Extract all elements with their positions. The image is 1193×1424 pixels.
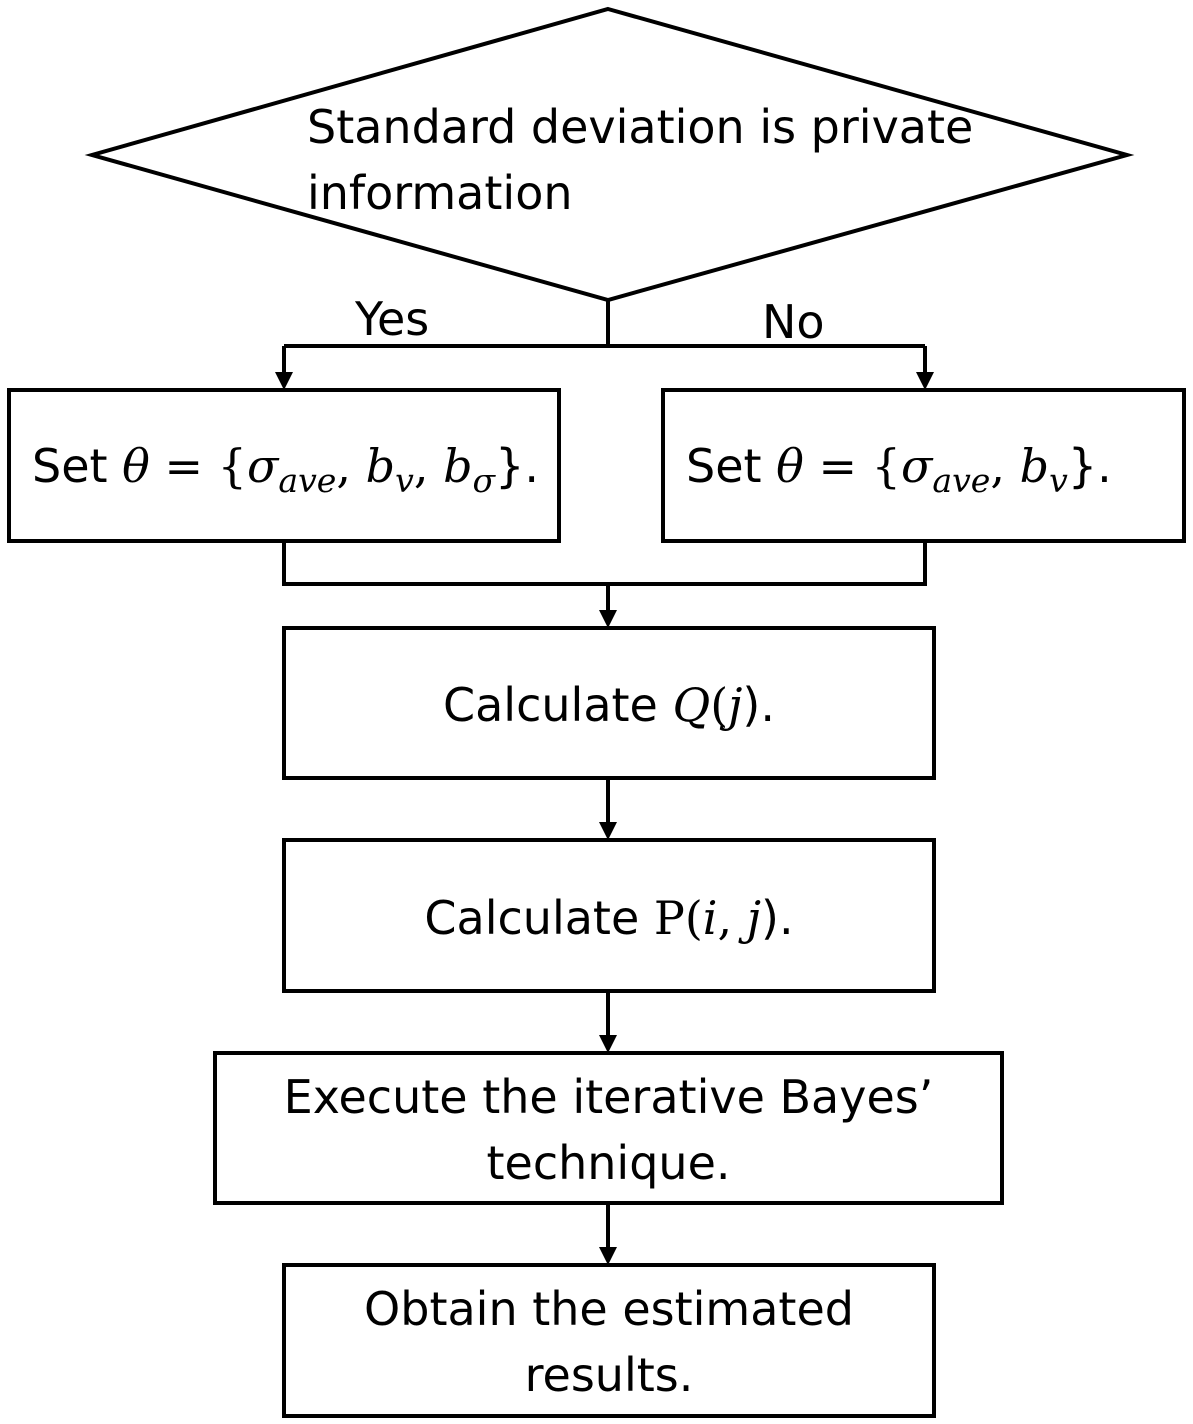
subscript-sigma: σ (472, 460, 496, 500)
arrowhead-bayes (599, 1035, 617, 1053)
theta-symbol: θ (122, 439, 150, 493)
calculate-prefix: Calculate (424, 891, 654, 945)
comma: , (413, 439, 444, 493)
arrowhead-yes (275, 372, 293, 390)
set-theta-yes-label: Set θ = {σave, bv, bσ}. (32, 433, 539, 499)
p-symbol: P (653, 891, 685, 945)
bayes-line-1: Execute the iterative Bayes’ (283, 1070, 934, 1124)
j-symbol: j (728, 678, 743, 732)
decision-line-2: information (307, 166, 573, 220)
closing-brace: }. (1067, 439, 1112, 493)
subscript-ave: ave (278, 460, 337, 500)
equals-brace: = { (149, 439, 247, 493)
arrowhead-results (599, 1247, 617, 1265)
closing-brace: }. (495, 439, 540, 493)
arrowhead-no (916, 372, 934, 390)
calculate-p-label: Calculate P(i, j). (284, 885, 934, 951)
branch-connector (282, 300, 927, 374)
results-label: Obtain the estimated results. (284, 1276, 934, 1408)
calculate-q-box (282, 626, 936, 780)
results-box (282, 1263, 936, 1418)
branch-label-no: No (762, 295, 825, 349)
b-symbol: b (365, 439, 396, 493)
branch-label-yes: Yes (355, 292, 430, 346)
subscript-v: v (1049, 460, 1068, 500)
subscript-ave: ave (932, 460, 991, 500)
bayes-technique-label: Execute the iterative Bayes’ technique. (215, 1064, 1002, 1196)
equals-brace: = { (803, 439, 901, 493)
b-symbol: b (1019, 439, 1050, 493)
q-symbol: Q (672, 678, 711, 732)
theta-symbol: θ (776, 439, 804, 493)
bayes-line-2: technique. (486, 1136, 731, 1190)
open-paren: ( (710, 678, 729, 732)
comma: , (990, 439, 1020, 493)
decision-line-1: Standard deviation is private (307, 100, 974, 154)
calculate-q-label: Calculate Q(j). (284, 672, 934, 738)
comma: , (336, 439, 366, 493)
b-symbol: b (443, 439, 473, 493)
subscript-v: v (395, 460, 414, 500)
close-paren: ). (742, 678, 775, 732)
calculate-p-box (282, 838, 936, 993)
sigma-symbol: σ (246, 439, 279, 493)
open-paren: ( (684, 891, 703, 945)
comma: , (717, 891, 747, 945)
p-formula: P(i, j (654, 891, 761, 945)
q-formula: Q(j (672, 678, 742, 732)
results-line-1: Obtain the estimated (364, 1282, 854, 1336)
j-symbol: j (746, 891, 762, 945)
decision-text: Standard deviation is private informatio… (307, 94, 973, 226)
arrowhead-p (599, 822, 617, 840)
arrowhead-merge (599, 610, 617, 628)
bayes-technique-box (213, 1051, 1004, 1205)
i-symbol: i (702, 891, 718, 945)
merge-connector (282, 541, 927, 612)
close-paren: ). (761, 891, 794, 945)
set-prefix: Set (686, 439, 777, 493)
results-line-2: results. (524, 1348, 694, 1402)
set-theta-no-label: Set θ = {σave, bv}. (686, 433, 1112, 499)
set-prefix: Set (32, 439, 123, 493)
set-formula: θ = {σave, bv (776, 439, 1068, 497)
sigma-symbol: σ (900, 439, 933, 493)
calculate-prefix: Calculate (443, 678, 673, 732)
set-formula: θ = {σave, bv, bσ (122, 439, 495, 497)
set-theta-yes-box (7, 388, 561, 543)
